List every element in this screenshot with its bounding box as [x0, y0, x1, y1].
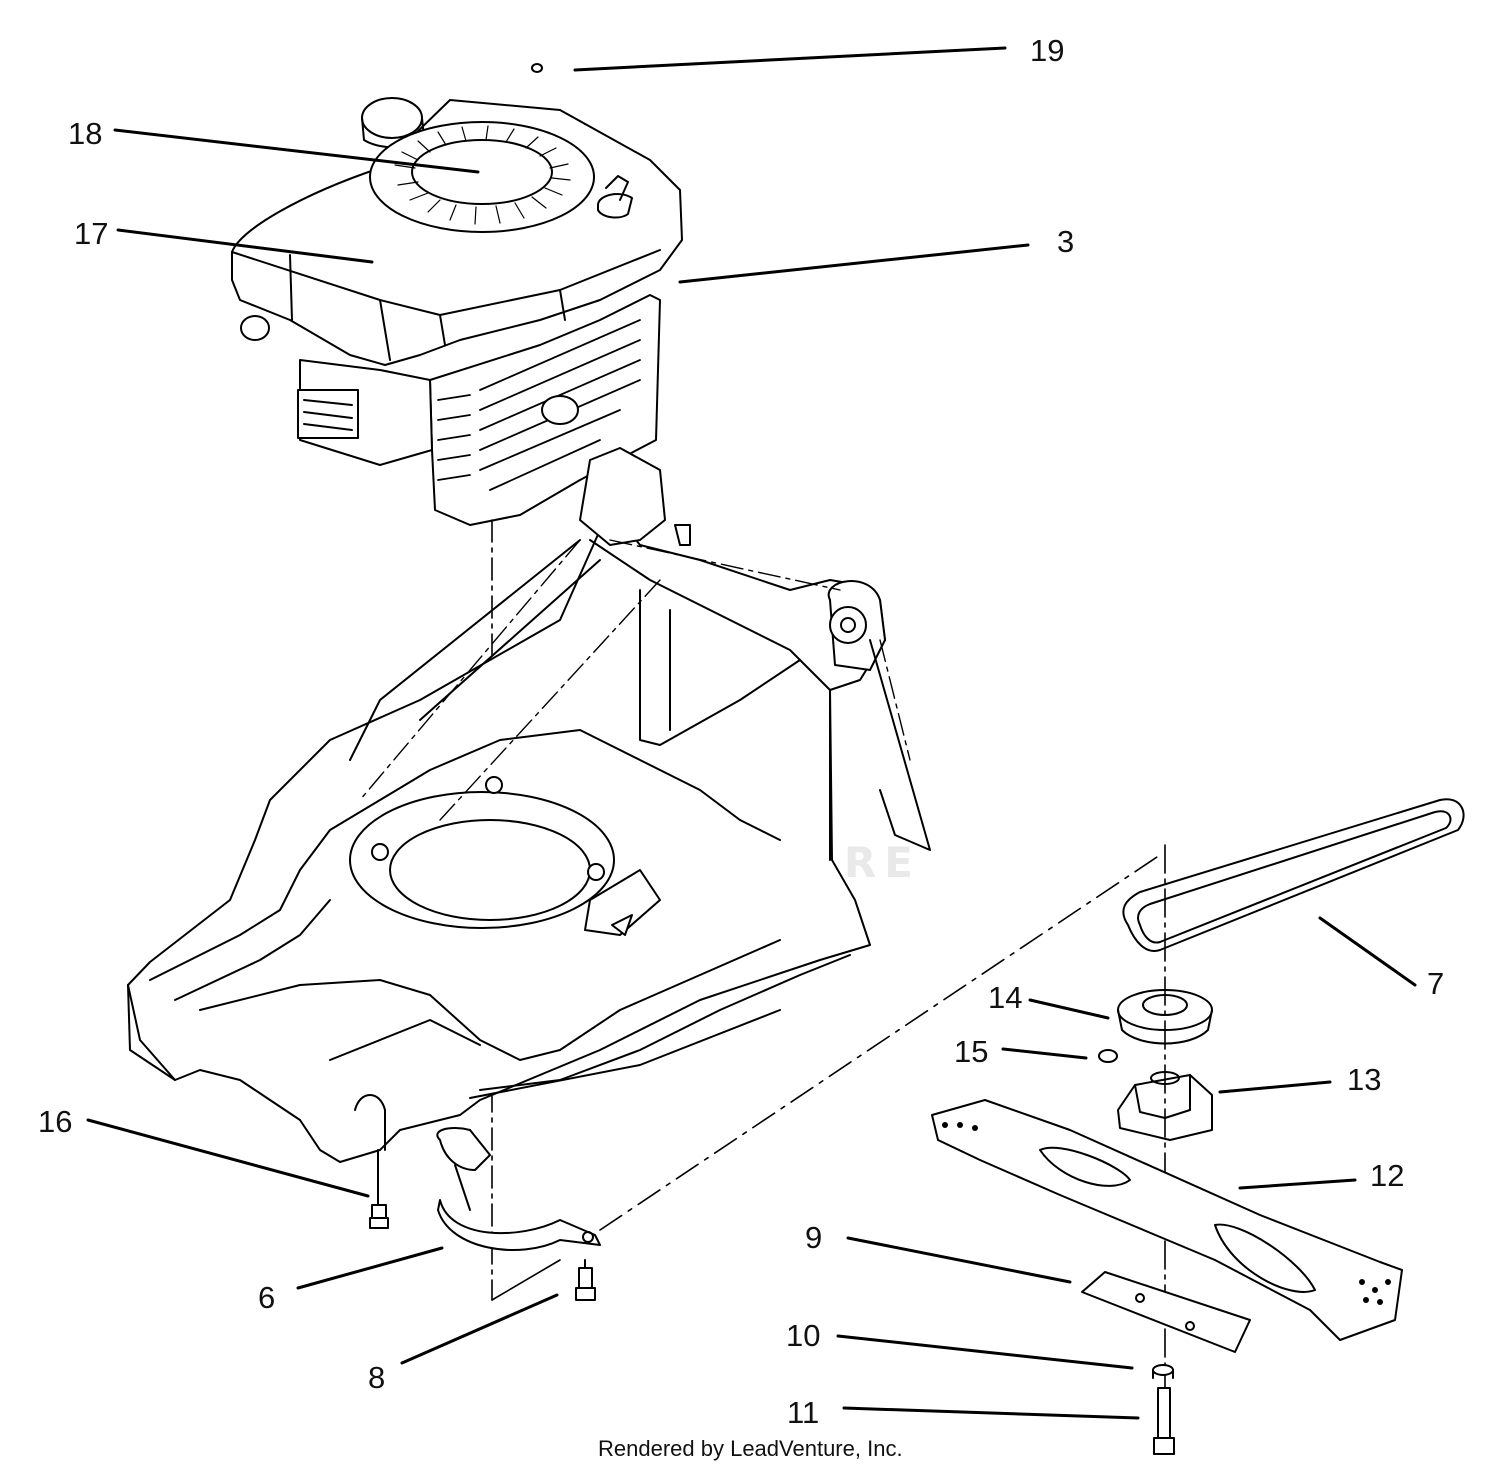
callout-14: 14 [988, 980, 1023, 1015]
callout-10: 10 [786, 1318, 821, 1353]
callout-11: 11 [787, 1395, 820, 1430]
callout-12: 12 [1370, 1158, 1405, 1193]
engine [232, 98, 682, 1300]
callout-3: 3 [1057, 224, 1075, 259]
callout-19: 19 [1030, 33, 1065, 68]
belt-7 [1123, 799, 1463, 951]
pulley-14 [1118, 990, 1212, 1044]
callout-16: 16 [38, 1104, 73, 1139]
bolt-11 [1154, 1388, 1174, 1454]
blade-12 [932, 1100, 1402, 1340]
callout-18: 18 [68, 116, 103, 151]
adapter-13 [1118, 1072, 1212, 1140]
callout-9: 9 [805, 1220, 823, 1255]
part-19 [532, 64, 542, 72]
callout-7: 7 [1427, 966, 1445, 1001]
key-15 [1099, 1050, 1117, 1062]
stiffener-9 [1082, 1272, 1250, 1352]
callout-17: 17 [74, 216, 109, 251]
callout-15: 15 [954, 1034, 989, 1069]
part-6-bracket [437, 1128, 600, 1250]
alignment-line [600, 855, 1160, 1230]
callout-13: 13 [1347, 1062, 1382, 1097]
leader-lines [88, 48, 1415, 1418]
bolt-16 [370, 1150, 388, 1228]
callout-6: 6 [258, 1280, 276, 1315]
render-credit: Rendered by LeadVenture, Inc. [598, 1436, 903, 1461]
callout-8: 8 [368, 1360, 386, 1395]
bolt-8 [576, 1260, 595, 1300]
mower-deck [128, 448, 930, 1162]
washer-10 [1153, 1365, 1173, 1378]
